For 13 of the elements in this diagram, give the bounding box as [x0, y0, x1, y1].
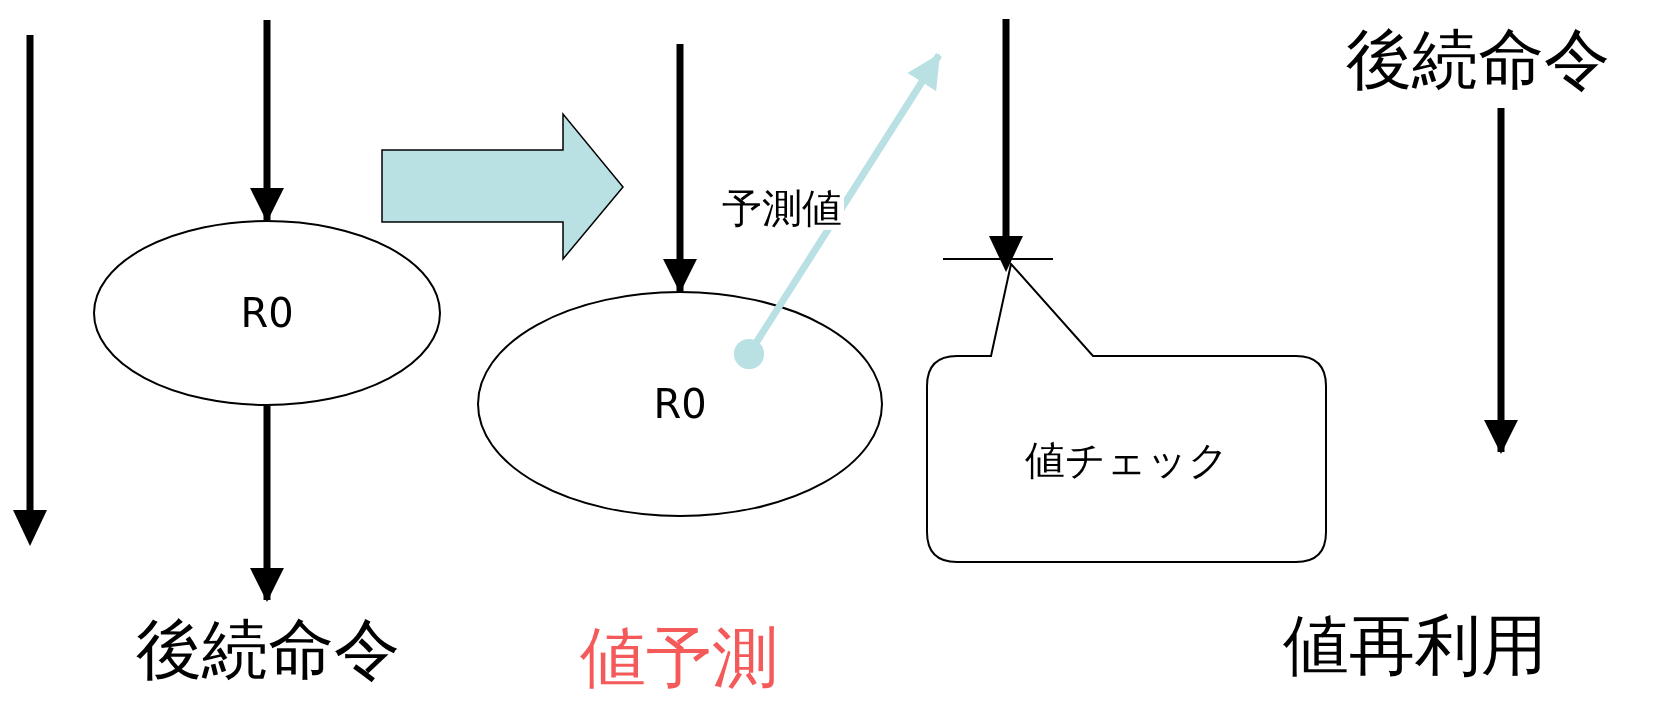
callout-text: 値チェック — [1025, 438, 1229, 482]
arrow — [733, 53, 942, 370]
instruction-text: 後続命令 — [135, 613, 400, 687]
register-ellipse — [477, 291, 883, 517]
caption-text: 値再利用 — [1283, 610, 1547, 683]
register-name: R0 — [240, 291, 294, 335]
arrow — [250, 406, 284, 602]
edge-label: 予測値 — [720, 186, 844, 230]
register-ellipse — [93, 220, 441, 406]
instruction-text: 後続命令 — [1345, 23, 1610, 97]
callout-bubble — [926, 262, 1328, 564]
register-name: R0 — [653, 382, 707, 426]
caption-text: 値予測 — [580, 622, 778, 695]
